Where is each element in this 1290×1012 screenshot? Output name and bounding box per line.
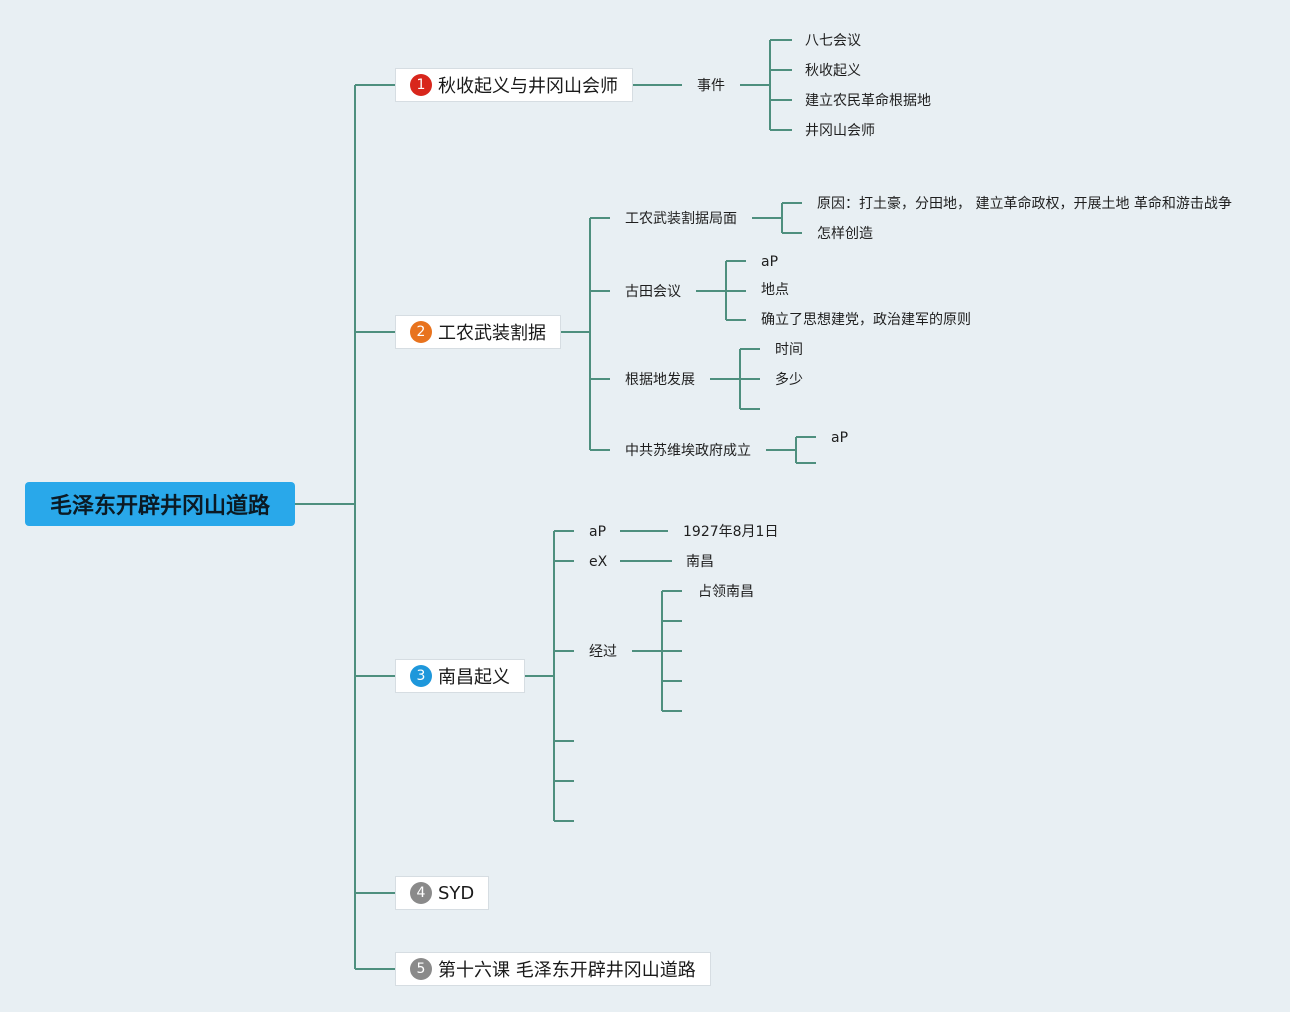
- subtopic-base-development[interactable]: 根据地发展: [625, 372, 695, 388]
- number-badge-1: 1: [410, 74, 432, 96]
- event-item[interactable]: 井冈山会师: [805, 123, 875, 139]
- topic-syd[interactable]: 4 SYD: [395, 876, 490, 910]
- leaf-ap[interactable]: aP: [831, 430, 849, 446]
- number-badge-4: 4: [410, 882, 432, 904]
- event-item[interactable]: 建立农民革命根据地: [805, 93, 931, 109]
- event-item[interactable]: 八七会议: [805, 33, 861, 49]
- leaf-place[interactable]: 南昌: [686, 554, 714, 570]
- topic-label: 第十六课 毛泽东开辟井冈山道路: [438, 960, 696, 981]
- topic-label: SYD: [438, 882, 475, 904]
- topic-lesson-16[interactable]: 5 第十六课 毛泽东开辟井冈山道路: [395, 952, 711, 986]
- leaf-how-created[interactable]: 怎样创造: [817, 226, 873, 242]
- leaf-date[interactable]: 1927年8月1日: [683, 524, 779, 540]
- subtopic-soviet-government[interactable]: 中共苏维埃政府成立: [625, 443, 751, 459]
- topic-label: 工农武装割据: [438, 323, 546, 344]
- leaf-time[interactable]: 时间: [775, 342, 803, 358]
- topic-label: 南昌起义: [438, 667, 510, 688]
- number-badge-3: 3: [410, 665, 432, 687]
- root-topic-label: 毛泽东开辟井冈山道路: [49, 494, 270, 519]
- number-badge-2: 2: [410, 321, 432, 343]
- leaf-how-many[interactable]: 多少: [775, 372, 803, 388]
- subtopic-gutian-meeting[interactable]: 古田会议: [625, 284, 681, 300]
- leaf-location[interactable]: 地点: [761, 282, 789, 298]
- leaf-principle[interactable]: 确立了思想建党，政治建军的原则: [761, 312, 971, 328]
- subtopic-separatism-situation[interactable]: 工农武装割据局面: [625, 211, 737, 227]
- topic-armed-separatism[interactable]: 2 工农武装割据: [395, 315, 561, 349]
- subtopic-process[interactable]: 经过: [589, 644, 617, 660]
- subtopic-events[interactable]: 事件: [697, 78, 725, 94]
- leaf-reason[interactable]: 原因：打土豪，分田地， 建立革命政权，开展土地 革命和游击战争: [817, 196, 1232, 212]
- topic-nanchang-uprising[interactable]: 3 南昌起义: [395, 659, 525, 693]
- topic-label: 秋收起义与井冈山会师: [438, 76, 618, 97]
- event-item[interactable]: 秋收起义: [805, 63, 861, 79]
- leaf-ap[interactable]: aP: [761, 254, 779, 270]
- subtopic-ap[interactable]: aP: [589, 524, 607, 540]
- leaf-occupy-nanchang[interactable]: 占领南昌: [698, 584, 754, 600]
- subtopic-ex[interactable]: eX: [589, 554, 608, 570]
- root-topic[interactable]: 毛泽东开辟井冈山道路: [25, 482, 295, 526]
- number-badge-5: 5: [410, 958, 432, 980]
- topic-autumn-harvest-uprising[interactable]: 1 秋收起义与井冈山会师: [395, 68, 633, 102]
